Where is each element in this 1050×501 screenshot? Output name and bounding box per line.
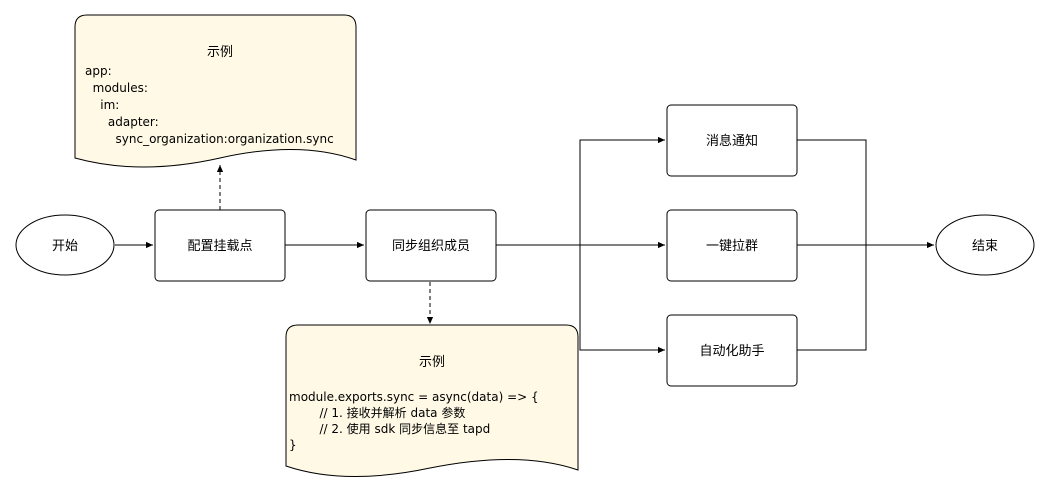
sync-label: 同步组织成员 [392,239,470,254]
config-note-shape [74,14,357,168]
notify-shape [666,104,798,177]
notify-label: 消息通知 [706,133,758,149]
group-label: 一键拉群 [706,239,758,254]
config-note-line: im: [85,98,119,112]
config-note-line: sync_organization:organization.sync [85,132,334,146]
config-note: 示例 app: modules: im: adapter: sync_organ… [74,14,357,168]
config-label: 配置挂载点 [187,239,252,254]
sync-note-line: // 1. 接收并解析 data 参数 [289,405,465,420]
end-label: 结束 [972,239,998,254]
edge-sync-to-assistant [579,245,665,354]
edge-notify-to-end [797,139,867,245]
edge-assistant-to-end [797,245,867,351]
start-shape [15,214,115,276]
assistant-label: 自动化助手 [699,344,764,359]
sync-note-line: module.exports.sync = async(data) => { [289,390,539,404]
node-config[interactable]: 配置挂载点 [154,209,286,282]
sync-note-shape [285,324,579,478]
config-note-title: 示例 [207,45,233,60]
group-shape [666,209,798,282]
config-note-line: adapter: [85,115,159,129]
sync-note-line: // 2. 使用 sdk 同步信息至 tapd [289,421,490,436]
sync-shape [365,209,497,282]
sync-note-line: } [289,438,297,452]
config-shape [154,209,286,282]
node-sync[interactable]: 同步组织成员 [365,209,497,282]
node-assistant[interactable]: 自动化助手 [666,314,798,387]
sync-note-title: 示例 [419,355,445,370]
node-notify[interactable]: 消息通知 [666,104,798,177]
assistant-shape [666,314,798,387]
start-label: 开始 [52,239,78,254]
config-note-line: app: [85,64,112,78]
config-note-line: modules: [85,81,148,95]
node-end[interactable]: 结束 [935,214,1035,276]
node-start[interactable]: 开始 [15,214,115,276]
connectors [115,136,934,354]
edge-sync-to-notify [579,136,665,245]
sync-note: 示例 module.exports.sync = async(data) => … [285,324,579,478]
end-shape [935,214,1035,276]
node-group[interactable]: 一键拉群 [666,209,798,282]
